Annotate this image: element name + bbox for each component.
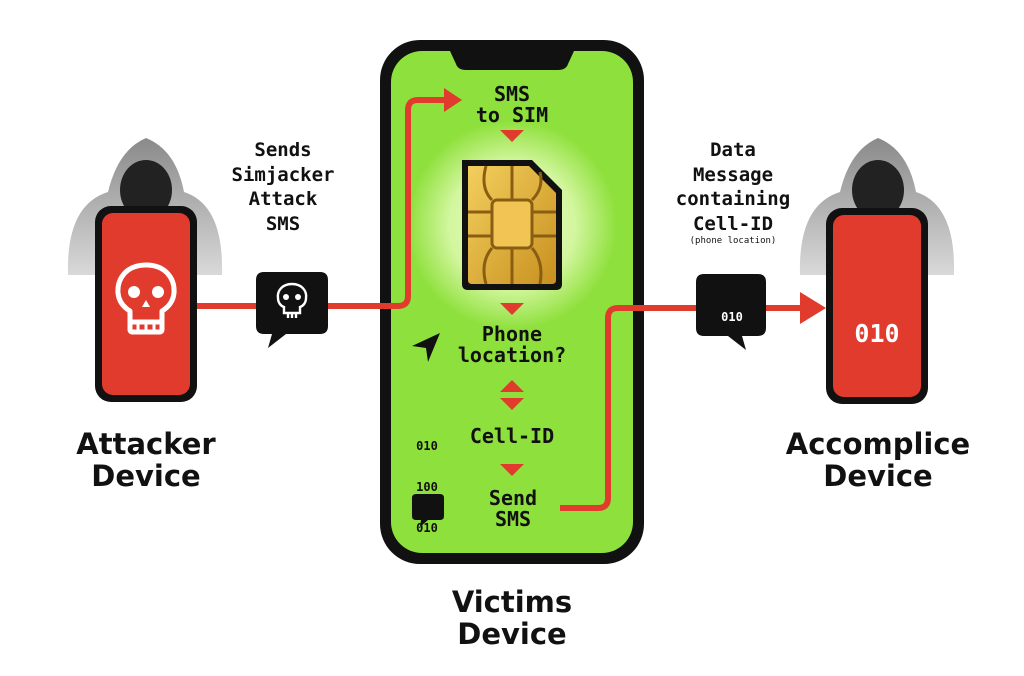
accomplice-label-line2: Device — [823, 459, 933, 494]
accomplice-phone-screen — [833, 215, 921, 397]
accomplice-phone — [826, 208, 928, 404]
arrow-down-2 — [500, 303, 524, 315]
chat-bubble-icon — [412, 494, 444, 527]
accomplice-screen-binary: 010 100 010 — [833, 262, 921, 578]
victim-binary-line3: 010 — [416, 521, 438, 536]
attacker-phone — [95, 206, 197, 402]
arrow-up-3 — [500, 380, 524, 392]
attack-caption-line1: Sends — [254, 139, 312, 161]
step-phone-location: Phone location? — [436, 324, 588, 366]
step-sms-to-sim: SMS to SIM — [452, 84, 572, 126]
attacker-face-shadow — [120, 160, 172, 220]
victim-label-line1: Victims — [451, 585, 573, 619]
data-bubble-line2: 100 — [721, 352, 743, 367]
step-cell-id-text: Cell-ID — [469, 424, 555, 448]
victim-device-label: Victims Device — [430, 586, 594, 651]
data-bubble-binary: 010 100 010 — [706, 281, 758, 439]
accomplice-screen-line3: 010 — [854, 491, 900, 520]
data-caption-line3: containing — [675, 188, 791, 211]
data-caption-line1: Data — [710, 139, 756, 161]
attack-sms-bubble — [256, 272, 328, 348]
accomplice-device-label: Accomplice Device — [778, 428, 978, 493]
attack-caption-line2: Simjacker — [231, 163, 335, 186]
sim-chip-contacts — [468, 165, 556, 285]
step-send-sms: Send SMS — [470, 488, 556, 530]
sim-card-icon — [462, 160, 562, 290]
arrow-to-accomplice — [800, 292, 826, 324]
step-location-line1: Phone — [481, 322, 543, 346]
step-cell-id: Cell-ID — [452, 426, 572, 447]
data-caption-line4: Cell-ID — [692, 213, 774, 236]
accomplice-screen-line1: 010 — [854, 318, 900, 348]
accomplice-face-shadow — [852, 160, 904, 220]
data-bubble-line1: 010 — [721, 309, 743, 324]
arrow-down-3 — [500, 398, 524, 410]
victim-binary-line1: 010 — [416, 438, 438, 453]
arrow-down-1 — [500, 130, 524, 142]
step-sms-to-sim-line1: SMS — [493, 82, 531, 106]
accomplice-label-line1: Accomplice — [785, 427, 971, 461]
step-send-sms-line1: Send — [488, 486, 538, 510]
data-flow-line — [560, 305, 802, 511]
victim-binary-icon: 010 100 010 — [404, 412, 450, 564]
data-message-bubble — [696, 274, 766, 350]
accomplice-screen-line2: 100 — [854, 404, 900, 434]
step-sms-to-sim-line2: to SIM — [475, 103, 549, 127]
arrow-down-4 — [500, 464, 524, 476]
skull-icon — [115, 262, 177, 335]
data-bubble-line3: 010 — [721, 396, 743, 411]
attack-caption-line4: SMS — [265, 213, 301, 236]
location-arrow-icon — [412, 333, 440, 362]
victim-label-line2: Device — [457, 617, 567, 652]
victim-binary-line2: 100 — [416, 479, 438, 494]
arrow-into-phone — [444, 88, 462, 112]
data-caption: Data Message containing Cell-ID (phone l… — [652, 138, 814, 247]
phone-notch — [450, 51, 574, 70]
attacker-device-label: Attacker Device — [60, 428, 232, 493]
data-caption-note: (phone location) — [689, 235, 777, 246]
attacker-label-line2: Device — [91, 459, 201, 494]
bubble-skull-icon — [276, 282, 308, 318]
data-caption-line2: Message — [692, 163, 774, 186]
step-send-sms-line2: SMS — [494, 507, 532, 531]
victim-phone — [380, 40, 644, 564]
attack-caption-line3: Attack — [248, 188, 318, 211]
attacker-label-line1: Attacker — [76, 427, 216, 461]
step-location-line2: location? — [457, 343, 567, 367]
attack-caption: Sends Simjacker Attack SMS — [208, 138, 358, 237]
attack-flow-line — [197, 97, 446, 309]
